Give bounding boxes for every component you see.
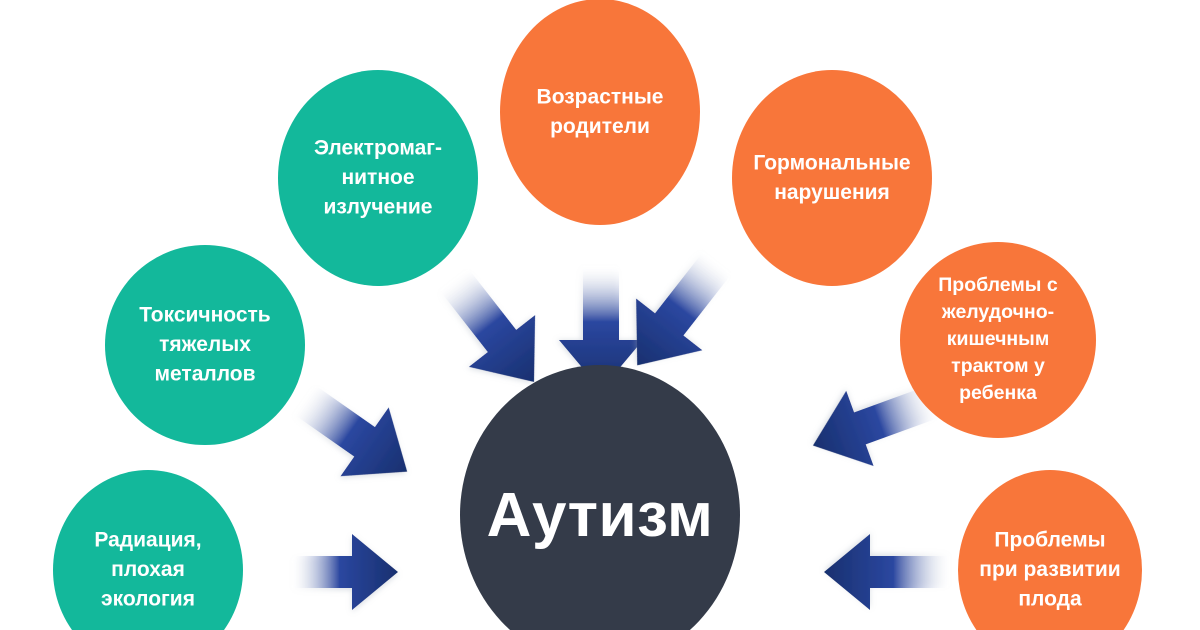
arrow-from-radiation <box>292 534 398 610</box>
bubble-label-line: плода <box>1018 587 1082 610</box>
center-label: Аутизм <box>487 481 714 550</box>
bubble-label-line: излучение <box>324 195 433 218</box>
bubble-shape-fetal-development-problems <box>958 470 1142 630</box>
cause-bubble-heavy-metal-toxicity[interactable]: Токсичность тяжелых металлов <box>105 245 305 445</box>
arrow-from-heavy-metals <box>293 384 408 477</box>
bubble-label-line: Возрастные <box>537 85 664 108</box>
cause-bubbles-layer: Электромаг-нитное излучение Возрастные роди… <box>53 0 1142 630</box>
bubble-label-line: нитное <box>341 166 414 189</box>
bubble-label-line: экология <box>101 587 195 610</box>
bubble-label-line: Проблемы <box>994 528 1105 551</box>
cause-bubble-fetal-development-problems[interactable]: Проблемы при развитии плода <box>958 470 1142 630</box>
cause-bubble-older-parents[interactable]: Возрастные родители <box>500 0 700 225</box>
bubble-label-hormonal-disorders: Гормональные нарушения <box>753 151 910 204</box>
arrow-group <box>292 251 950 610</box>
bubble-label-line: при развитии <box>979 558 1120 581</box>
bubble-label-line: трактом у <box>951 355 1045 377</box>
bubble-label-line: родители <box>550 114 650 137</box>
bubble-label-line: тяжелых <box>159 333 251 356</box>
bubble-label-radiation-bad-ecology: Радиация, плохая экология <box>94 528 201 610</box>
bubble-shape-heavy-metal-toxicity <box>105 245 305 445</box>
bubble-label-older-parents: Возрастные родители <box>537 85 664 138</box>
bubble-label-heavy-metal-toxicity: Токсичность тяжелых металлов <box>139 303 271 385</box>
bubble-shape-electromagnetic-radiation <box>278 70 478 286</box>
bubble-label-line: Токсичность <box>139 303 271 326</box>
center-circle <box>460 365 740 630</box>
arrow-from-hormonal <box>636 251 732 366</box>
bubble-shape-gastrointestinal-problems <box>900 242 1096 438</box>
bubble-label-gastrointestinal-problems: Проблемы с желудочно-кишечным трактом у реб… <box>938 274 1058 404</box>
bubble-label-line: Гормональные <box>753 151 910 174</box>
bubble-label-line: металлов <box>154 362 255 385</box>
bubble-label-line: желудочно- <box>941 301 1054 323</box>
bubble-label-fetal-development-problems: Проблемы при развитии плода <box>979 528 1120 610</box>
bubble-label-line: нарушения <box>774 180 890 203</box>
bubble-label-line: Электромаг- <box>314 136 442 159</box>
arrow-from-fetal-development <box>824 534 950 610</box>
cause-bubble-gastrointestinal-problems[interactable]: Проблемы с желудочно-кишечным трактом у реб… <box>900 242 1096 438</box>
cause-bubble-radiation-bad-ecology[interactable]: Радиация, плохая экология <box>53 470 243 630</box>
bubble-label-line: кишечным <box>947 328 1050 350</box>
bubble-label-line: Проблемы с <box>938 274 1058 296</box>
bubble-shape-hormonal-disorders <box>732 70 932 286</box>
bubble-label-electromagnetic-radiation: Электромаг-нитное излучение <box>314 136 442 218</box>
arrow-from-electromagnetic <box>439 268 536 382</box>
cause-bubble-hormonal-disorders[interactable]: Гормональные нарушения <box>732 70 932 286</box>
cause-bubble-electromagnetic-radiation[interactable]: Электромаг-нитное излучение <box>278 70 478 286</box>
bubble-label-line: плохая <box>111 558 185 581</box>
bubble-shape-radiation-bad-ecology <box>53 470 243 630</box>
center-node-autism[interactable]: Аутизм <box>460 365 740 630</box>
bubble-label-line: ребенка <box>959 382 1037 404</box>
bubble-label-line: Радиация, <box>94 528 201 551</box>
bubble-shape-older-parents <box>500 0 700 225</box>
arrow-from-older-parents <box>559 266 643 390</box>
arrow-from-gastrointestinal <box>812 385 940 467</box>
